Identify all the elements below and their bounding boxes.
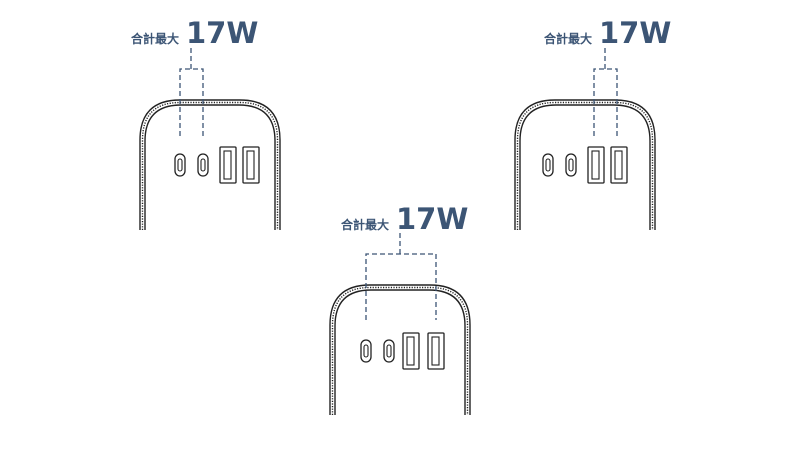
usb-c-port-icon [174,153,186,177]
label-prefix: 合計最大 [341,217,389,232]
label-value: 17W [396,202,468,236]
label-value: 17W [186,16,258,50]
power-strip-outline [514,99,656,231]
label-prefix: 合計最大 [544,31,592,46]
usb-a-port-icon [402,332,420,370]
usb-c-port-icon [197,153,209,177]
label-value: 17W [599,16,671,50]
usb-a-port-icon [427,332,445,370]
group-bracket-all [365,232,437,320]
usb-a-port-icon [610,146,628,184]
usb-c-port-icon [360,339,372,363]
usb-c-port-icon [565,153,577,177]
device-all-ports [329,284,471,416]
device-usb-a-pair [514,99,656,231]
label-prefix: 合計最大 [131,31,179,46]
usb-a-port-icon [242,146,260,184]
power-strip-outline [329,284,471,416]
group-bracket-usb-a [593,46,618,136]
usb-a-port-icon [587,146,605,184]
device-usb-c-pair [139,99,281,231]
usb-a-port-icon [219,146,237,184]
usb-c-port-icon [542,153,554,177]
group-bracket-usb-c [179,46,204,136]
usb-c-port-icon [383,339,395,363]
